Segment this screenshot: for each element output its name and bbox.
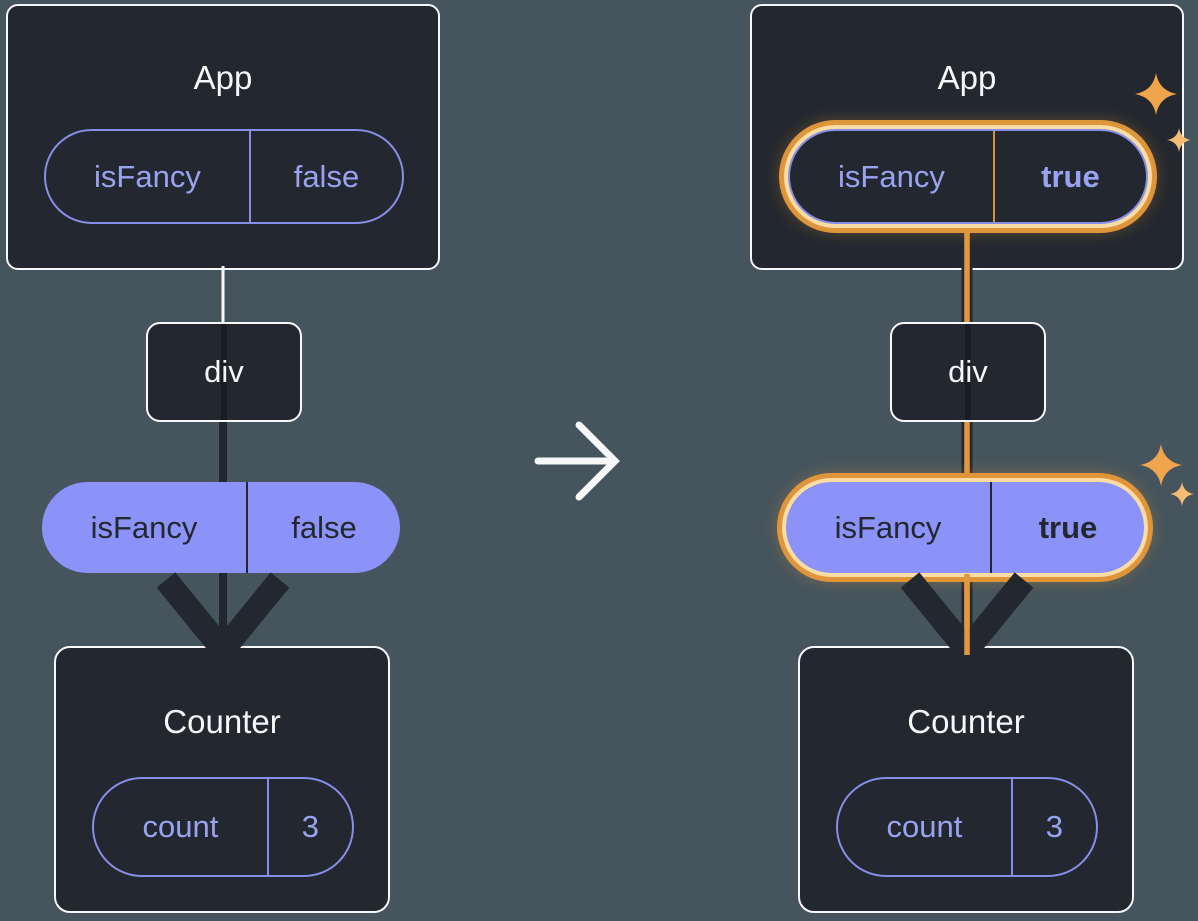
counter-component-title: Counter xyxy=(163,703,281,740)
app-state-pill: isFancy false xyxy=(44,129,404,224)
div-node-label: div xyxy=(948,354,988,389)
prop-value: false xyxy=(246,482,400,573)
counter-component-box: Counter count 3 xyxy=(798,646,1134,913)
prop-pill: isFancy false xyxy=(42,482,400,573)
sparkle-icon xyxy=(1135,73,1177,115)
app-component-box: App isFancy true xyxy=(750,4,1184,270)
app-component-box: App isFancy false xyxy=(6,4,440,270)
state-key: isFancy xyxy=(838,158,945,194)
sparkle-icon xyxy=(1140,444,1182,486)
state-value: true xyxy=(992,131,1146,222)
div-node-label: div xyxy=(204,354,244,389)
counter-component-title: Counter xyxy=(907,703,1025,740)
counter-state-pill: count 3 xyxy=(92,777,354,877)
tree-before: App isFancy false div isFancy false Coun… xyxy=(0,0,450,921)
prop-key: isFancy xyxy=(834,509,942,545)
div-node-box: div xyxy=(146,322,302,422)
state-key: count xyxy=(886,809,963,844)
prop-pill-highlighted: isFancy true xyxy=(786,482,1144,573)
state-value: false xyxy=(248,131,402,222)
prop-key: isFancy xyxy=(90,509,198,545)
sparkle-icon xyxy=(1167,128,1191,152)
state-key: isFancy xyxy=(94,158,201,194)
state-key: count xyxy=(142,809,219,844)
app-component-title: App xyxy=(193,59,253,96)
counter-state-pill: count 3 xyxy=(836,777,1098,877)
app-state-pill-highlighted: isFancy true xyxy=(788,129,1148,224)
state-value: 3 xyxy=(1010,779,1096,875)
div-node-box: div xyxy=(890,322,1046,422)
tree-after: App isFancy true div isFancy true Co xyxy=(744,0,1194,921)
counter-component-box: Counter count 3 xyxy=(54,646,390,913)
sparkle-icon xyxy=(1170,482,1194,506)
app-component-title: App xyxy=(937,59,997,96)
prop-value: true xyxy=(990,482,1144,573)
right-arrow-icon xyxy=(534,421,620,501)
state-value: 3 xyxy=(266,779,352,875)
